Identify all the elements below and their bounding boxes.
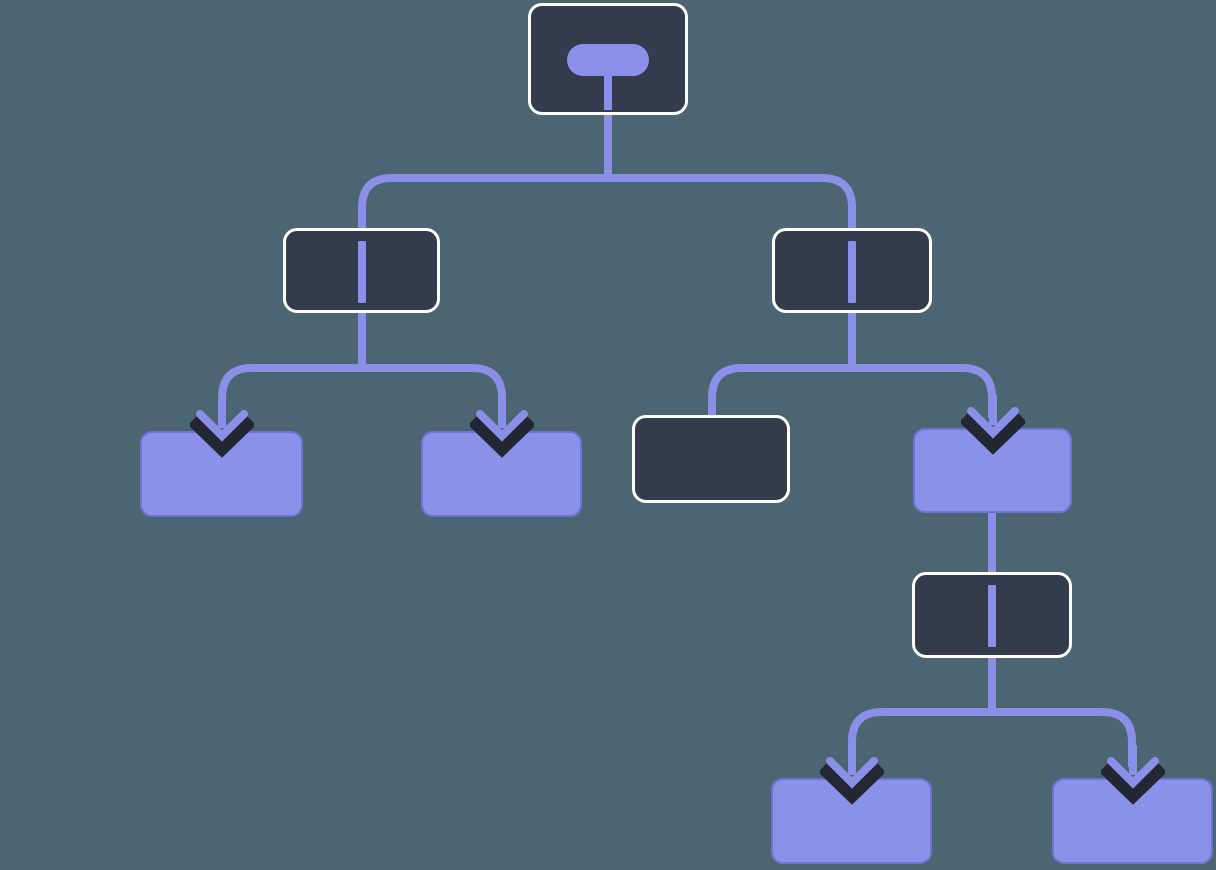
divider-line bbox=[848, 241, 856, 303]
leaf-node-1 bbox=[140, 431, 303, 517]
arrow-down-icon bbox=[960, 395, 1025, 455]
divider-line bbox=[988, 585, 996, 647]
pill-stem bbox=[604, 70, 612, 110]
split-node-bottom bbox=[912, 572, 1072, 658]
arrow-down-icon bbox=[189, 398, 254, 458]
split-node-right bbox=[772, 228, 932, 313]
root-node bbox=[528, 3, 688, 115]
plain-node bbox=[632, 415, 790, 503]
leaf-node-4 bbox=[1052, 778, 1213, 864]
arrow-down-icon bbox=[1100, 745, 1165, 805]
arrow-down-icon bbox=[469, 398, 534, 458]
edge-split-node-left bbox=[218, 305, 506, 420]
arrow-down-icon bbox=[819, 745, 884, 805]
edge-split-node-bottom bbox=[848, 652, 1136, 767]
split-node-left bbox=[283, 228, 440, 313]
edge-split-node-right bbox=[708, 305, 996, 419]
divider-line bbox=[357, 241, 366, 303]
purple-node-mid bbox=[913, 428, 1072, 513]
edge-root-node bbox=[358, 108, 856, 232]
